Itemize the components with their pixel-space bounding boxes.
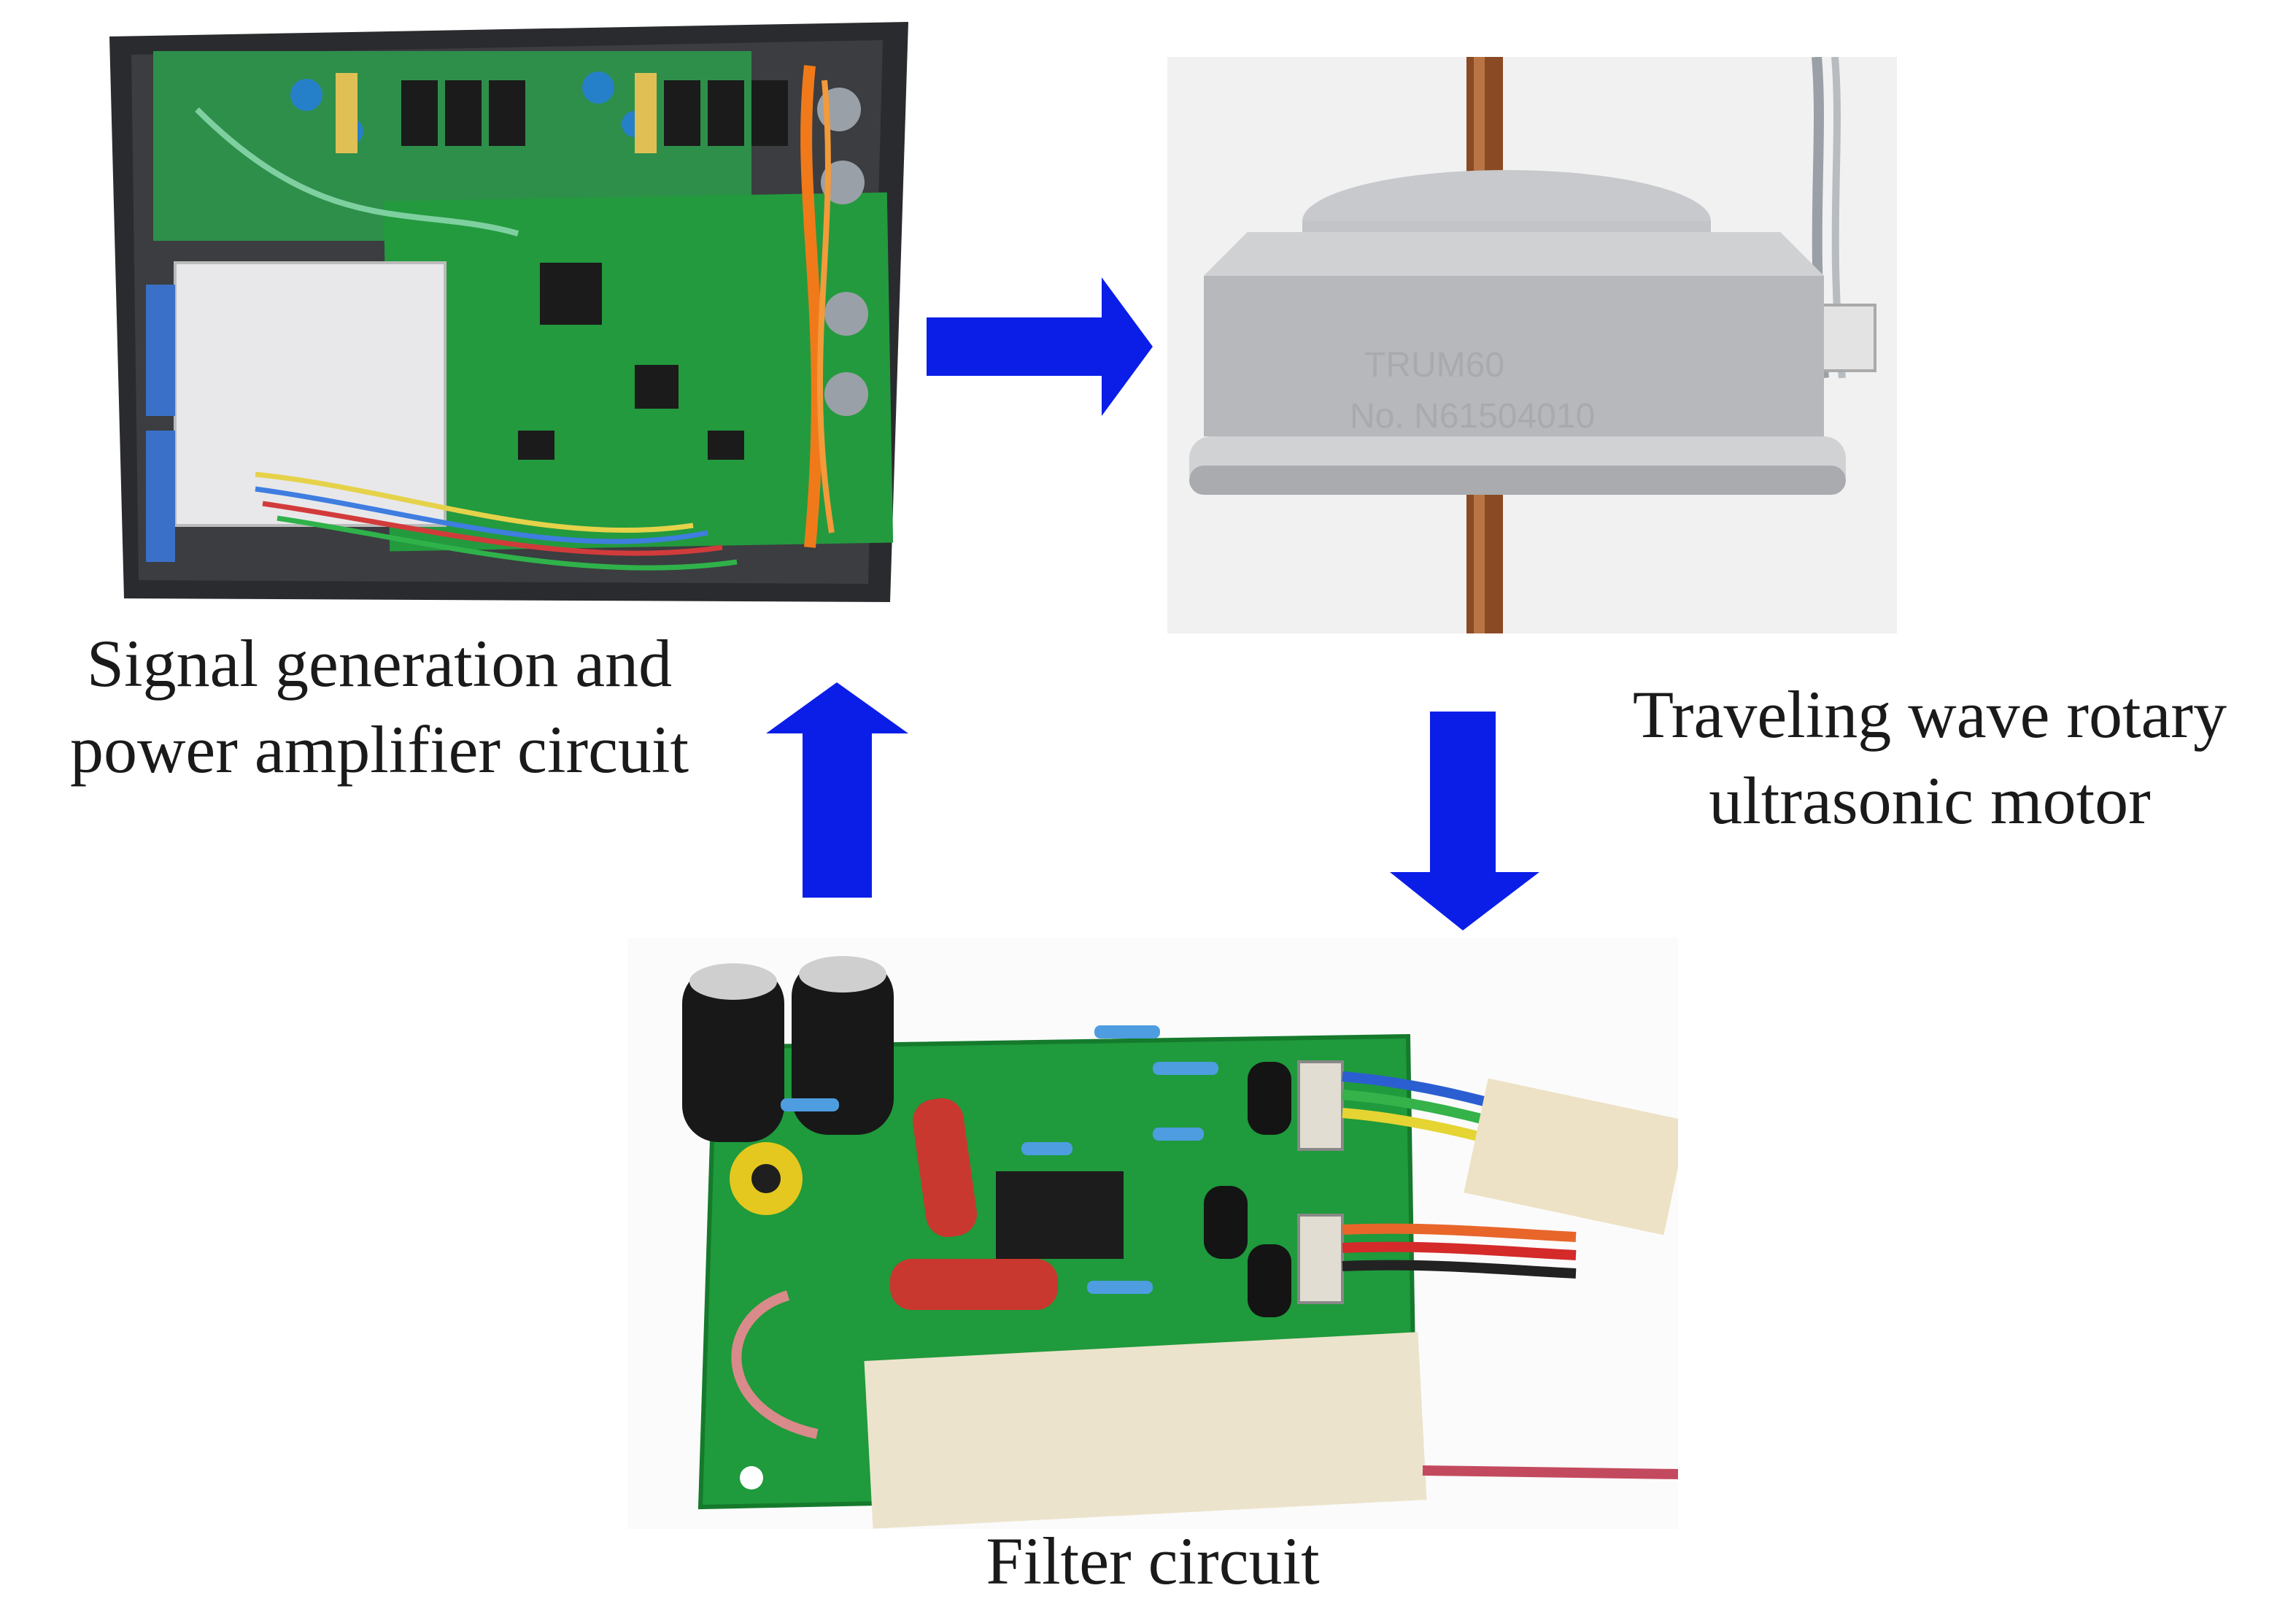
arrow-up-icon	[766, 682, 908, 898]
motor-caption-line-1: Traveling wave rotary	[1632, 677, 2227, 752]
motor-serial-label: No. N61504010	[1350, 397, 1596, 436]
filter-circuit-caption: Filter circuit	[861, 1518, 1445, 1604]
filter-circuit-caption-line-1: Filter circuit	[986, 1524, 1320, 1598]
signal-circuit-caption-line-1: Signal generation and	[86, 626, 673, 701]
signal-circuit-caption: Signal generation and power amplifier ci…	[15, 620, 744, 793]
motor-model-label: TRUM60	[1364, 346, 1505, 385]
signal-circuit-caption-line-2: power amplifier circuit	[69, 712, 689, 787]
ultrasonic-motor-photo: TRUM60 No. N61504010	[1167, 57, 1897, 633]
motor-caption-line-2: ultrasonic motor	[1709, 763, 2151, 838]
arrow-down-icon	[1390, 712, 1539, 930]
motor-caption: Traveling wave rotary ultrasonic motor	[1569, 671, 2291, 844]
arrow-right-icon	[927, 277, 1153, 416]
filter-circuit-photo	[627, 938, 1678, 1529]
signal-generation-circuit-photo	[109, 22, 908, 602]
